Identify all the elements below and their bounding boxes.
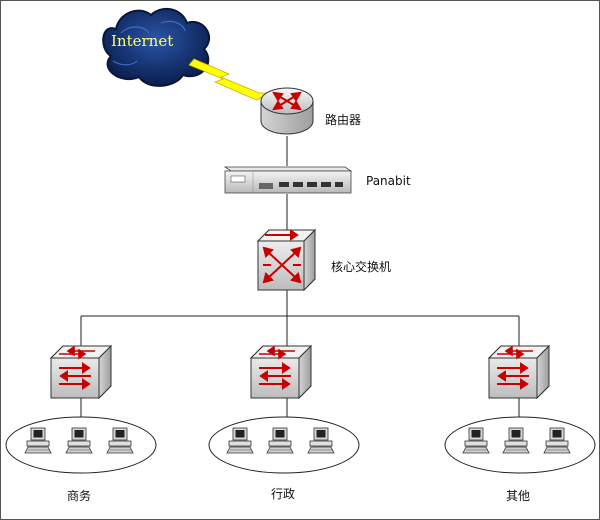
router-label: 路由器	[325, 113, 362, 127]
connection-lines	[80, 136, 520, 419]
workstation-group-other	[444, 416, 596, 474]
panabit-label: Panabit	[366, 174, 411, 188]
department-label-admin: 行政	[271, 487, 296, 501]
internet-label: Internet	[111, 32, 174, 50]
department-label-business: 商务	[67, 489, 92, 503]
lightning-bolt	[188, 58, 271, 101]
router-icon	[260, 87, 314, 135]
switch-admin-icon	[250, 345, 312, 399]
core-switch-icon	[256, 228, 317, 292]
core-switch-label: 核心交换机	[331, 260, 392, 274]
switch-other-icon	[488, 345, 550, 399]
switch-business-icon	[50, 345, 112, 399]
panabit-appliance-icon	[223, 166, 353, 194]
department-label-other: 其他	[506, 489, 531, 503]
workstation-group-business	[5, 416, 157, 474]
internet-cloud	[102, 7, 211, 87]
workstation-group-admin	[208, 416, 360, 474]
